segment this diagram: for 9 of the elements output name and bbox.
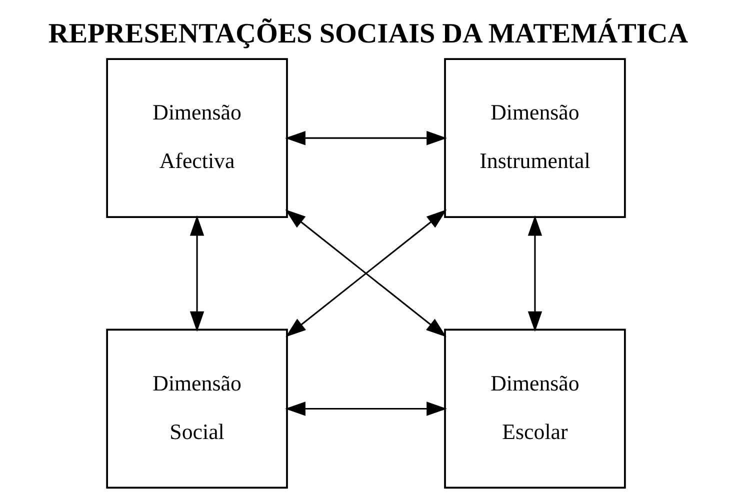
node-box: Dimensão Afectiva	[106, 58, 288, 218]
node-box: Dimensão Social	[106, 328, 288, 488]
node-box: Dimensão Instrumental	[444, 58, 626, 218]
node-box: Dimensão Escolar	[444, 328, 626, 488]
diagram-title: REPRESENTAÇÕES SOCIAIS DA MATEMÁTICA	[48, 18, 688, 49]
arrow	[189, 214, 204, 332]
arrow	[527, 214, 542, 332]
arrow	[284, 401, 446, 416]
arrow	[284, 130, 446, 145]
